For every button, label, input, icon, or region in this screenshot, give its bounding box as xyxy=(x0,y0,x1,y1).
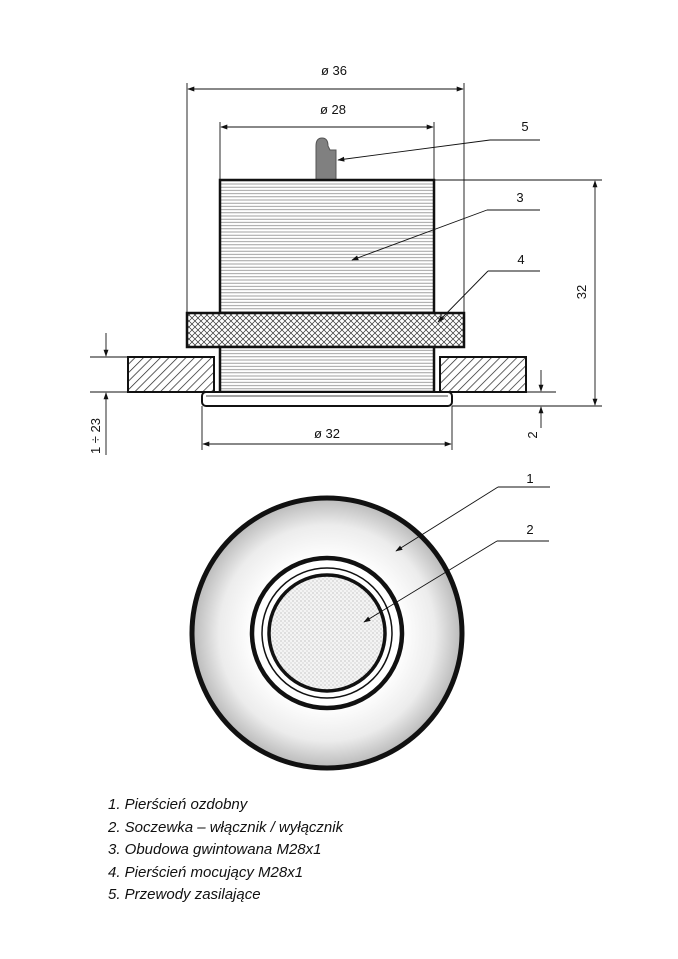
dim-thread-diameter: ø 28 xyxy=(219,102,435,180)
callout-label-2: 2 xyxy=(526,522,533,537)
dim-outer-diameter: ø 36 xyxy=(186,63,465,313)
side-view: ø 36 ø 28 32 2 1 ÷ 23 xyxy=(88,63,602,455)
mounting-ring xyxy=(185,311,466,349)
legend-item-1: 1. Pierścień ozdobny xyxy=(108,796,248,813)
legend-item-4: 4. Pierścień mocujący M28x1 xyxy=(108,863,304,881)
callout-label-1: 1 xyxy=(526,471,533,486)
parts-legend: 1. Pierścień ozdobny 2. Soczewka – włącz… xyxy=(108,794,343,907)
callout-label-3: 3 xyxy=(516,190,523,205)
callout-3: 3 xyxy=(351,190,540,261)
dim-label-height: 32 xyxy=(574,285,589,299)
dim-label-outer-diameter: ø 36 xyxy=(321,63,347,78)
panel-section-left xyxy=(127,356,215,393)
power-wires xyxy=(315,137,337,181)
dim-label-panel-thickness: 1 ÷ 23 xyxy=(88,418,103,454)
dim-flange-diameter: ø 32 xyxy=(201,406,453,450)
dim-label-flange-diameter: ø 32 xyxy=(314,426,340,441)
threaded-housing-lower xyxy=(218,345,436,394)
callout-2: 2 xyxy=(363,522,549,623)
callout-label-5: 5 xyxy=(521,119,528,134)
dim-label-thread-diameter: ø 28 xyxy=(320,102,346,117)
callout-5: 5 xyxy=(337,119,540,162)
threaded-housing xyxy=(218,178,436,315)
callout-4: 4 xyxy=(437,252,540,323)
dim-flange-thickness: 2 xyxy=(525,370,556,439)
legend-item-3: 3. Obudowa gwintowana M28x1 xyxy=(108,841,322,858)
legend-item-2: 2. Soczewka – włącznik / wyłącznik xyxy=(108,818,344,836)
dim-panel-thickness: 1 ÷ 23 xyxy=(88,333,128,455)
lens-switch xyxy=(267,573,387,693)
panel-section-right xyxy=(439,356,527,393)
dim-height: 32 xyxy=(434,179,602,407)
callout-1: 1 xyxy=(395,471,550,552)
top-view: 1 2 xyxy=(189,471,550,771)
bottom-flange xyxy=(201,391,453,407)
dim-label-flange-thickness: 2 xyxy=(525,431,540,438)
legend-item-5: 5. Przewody zasilające xyxy=(108,886,261,903)
callout-label-4: 4 xyxy=(517,252,524,267)
